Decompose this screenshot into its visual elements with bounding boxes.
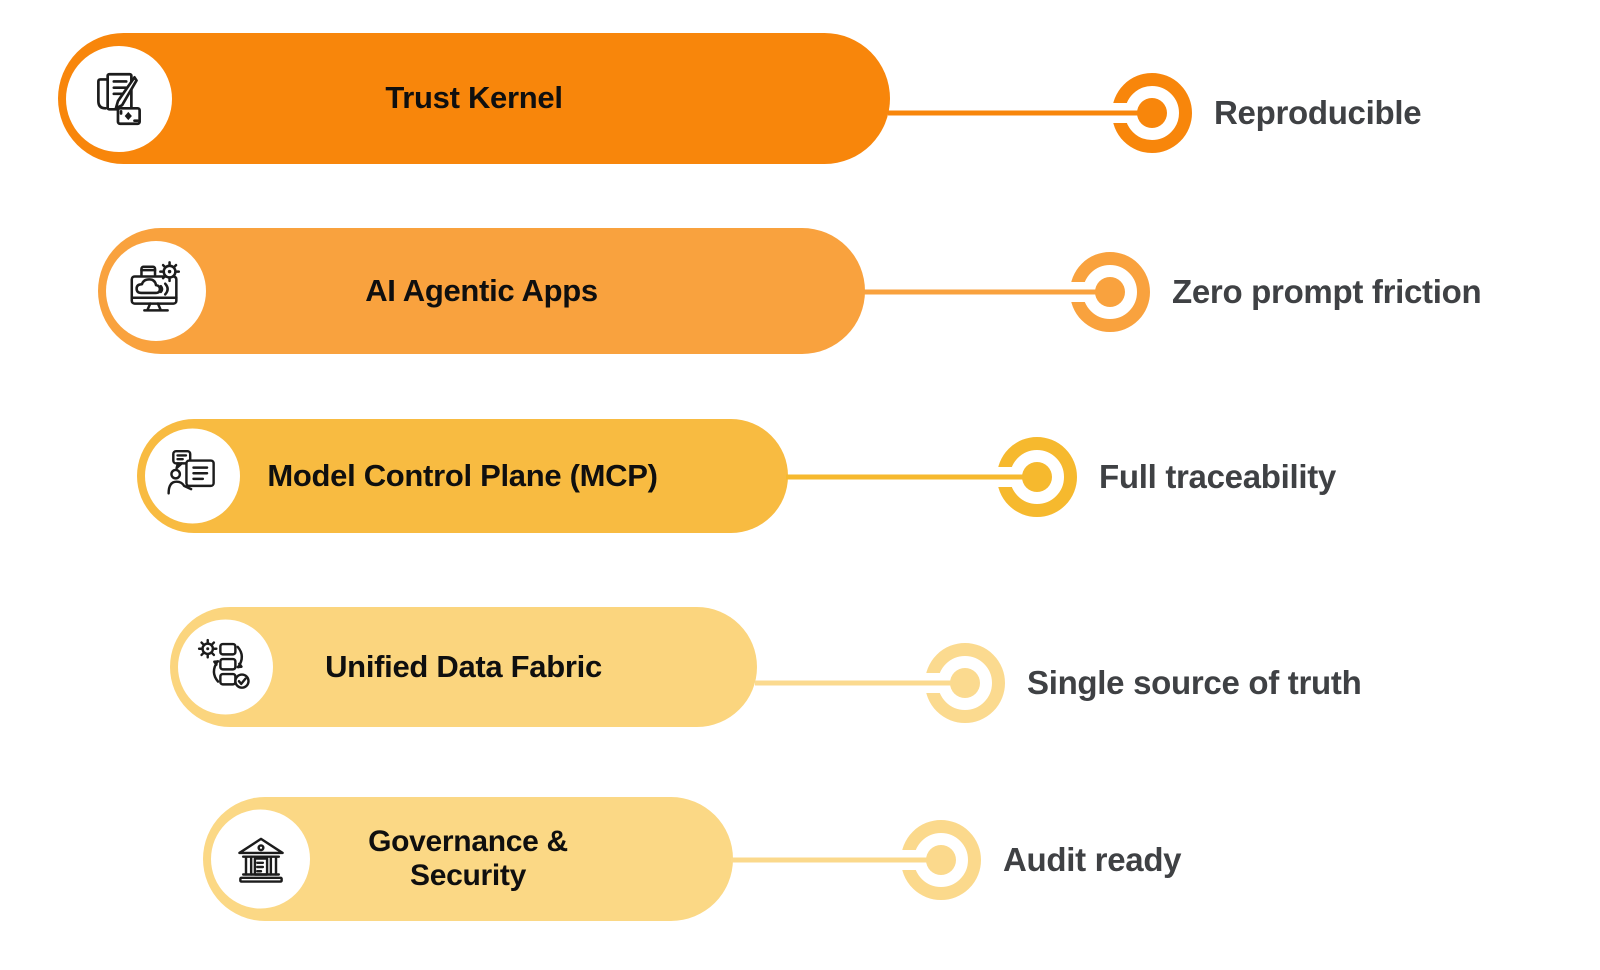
connector-line-ring <box>863 252 1150 332</box>
tag-label: Reproducible <box>1214 94 1422 131</box>
pill-model-control-plane: Model Control Plane (MCP) <box>137 419 788 533</box>
tag-label: Audit ready <box>1003 841 1182 878</box>
icon-circle <box>178 619 273 715</box>
pill-label: Governance & Security <box>368 825 568 892</box>
pill-trust-kernel: Trust Kernel <box>58 33 890 164</box>
bank-icon <box>237 837 284 883</box>
pill-governance-security: Governance & Security <box>203 797 733 921</box>
icon-circle <box>106 241 206 341</box>
icon-circle <box>145 428 240 524</box>
pill-unified-data-fabric: Unified Data Fabric <box>170 607 757 727</box>
connector-line-ring <box>888 73 1192 153</box>
tag-label: Zero prompt friction <box>1172 273 1482 310</box>
presenter-board-icon <box>166 449 215 495</box>
pill-label: AI Agentic Apps <box>365 272 598 308</box>
tag-label: Single source of truth <box>1027 664 1362 701</box>
pill-label: Model Control Plane (MCP) <box>267 457 658 493</box>
connector-full-traceability: Full traceability <box>786 432 1336 522</box>
icon-circle <box>66 45 172 152</box>
connector-line-ring <box>731 820 981 900</box>
connector-audit-ready: Audit ready <box>731 815 1182 905</box>
connector-reproducible: Reproducible <box>888 68 1422 158</box>
icon-circle <box>211 809 310 909</box>
connector-line-ring <box>786 437 1077 517</box>
workflow-check-icon <box>197 638 250 689</box>
pill-ai-agentic-apps: AI Agentic Apps <box>98 228 865 354</box>
pill-label: Trust Kernel <box>385 80 563 116</box>
tag-label: Full traceability <box>1099 458 1336 495</box>
connector-single-source-of-truth: Single source of truth <box>755 638 1362 728</box>
pill-label: Unified Data Fabric <box>325 648 602 684</box>
connector-line-ring <box>755 643 1005 723</box>
ai-monitor-icon <box>130 261 181 312</box>
document-signature-icon <box>97 72 141 125</box>
connector-zero-prompt-friction: Zero prompt friction <box>863 247 1482 337</box>
